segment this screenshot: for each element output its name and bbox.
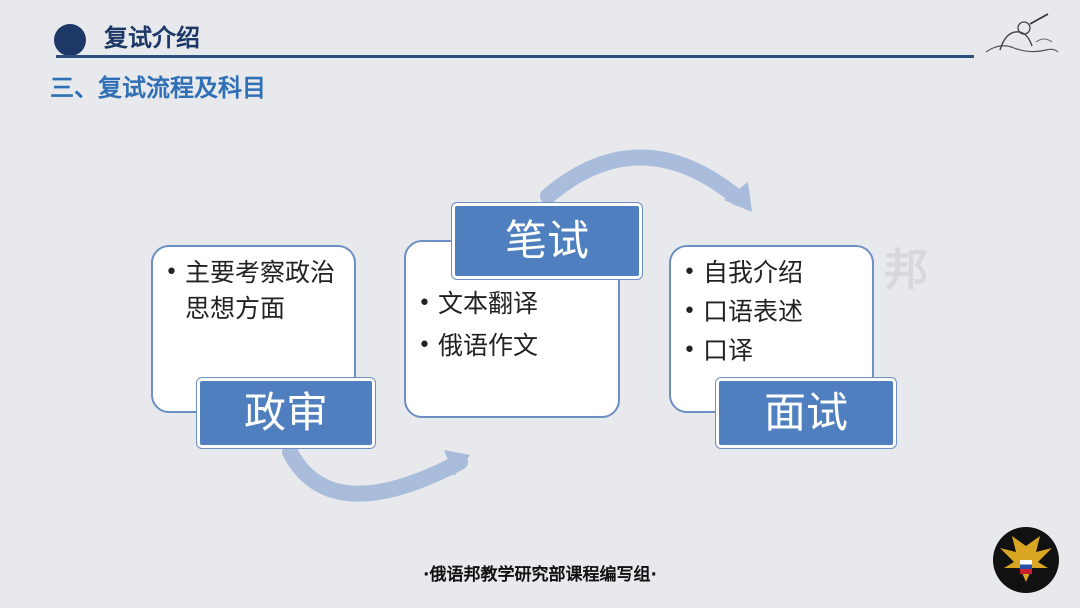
card-bishi-item: 文本翻译 <box>414 286 608 322</box>
card-mianshi-item: 口译 <box>679 333 862 369</box>
writer-sketch-icon <box>985 13 1059 53</box>
arrow-head-2 <box>724 182 752 212</box>
label-bishi: 笔试 <box>452 203 642 279</box>
arrow-bishi-to-mianshi <box>540 149 746 206</box>
card-mianshi-item: 口语表述 <box>679 294 862 330</box>
card-mianshi-item: 自我介绍 <box>679 255 862 291</box>
header-bullet-dot <box>54 24 86 56</box>
eagle-logo-icon <box>993 527 1059 593</box>
card-bishi-item: 俄语作文 <box>414 328 608 364</box>
arrow-head-1 <box>444 450 470 476</box>
label-zhengshen: 政审 <box>197 378 375 448</box>
card-zhengshen-item: 主要考察政治思想方面 <box>161 255 338 327</box>
header-divider <box>56 55 974 58</box>
section-subtitle: 三、复试流程及科目 <box>50 74 266 102</box>
label-mianshi: 面试 <box>716 378 896 448</box>
footer-credit: ·俄语邦教学研究部课程编写组· <box>423 565 657 585</box>
header-title: 复试介绍 <box>104 24 200 52</box>
watermark-text: 邦 <box>884 245 928 296</box>
arrow-zhengshen-to-bishi <box>282 444 468 502</box>
